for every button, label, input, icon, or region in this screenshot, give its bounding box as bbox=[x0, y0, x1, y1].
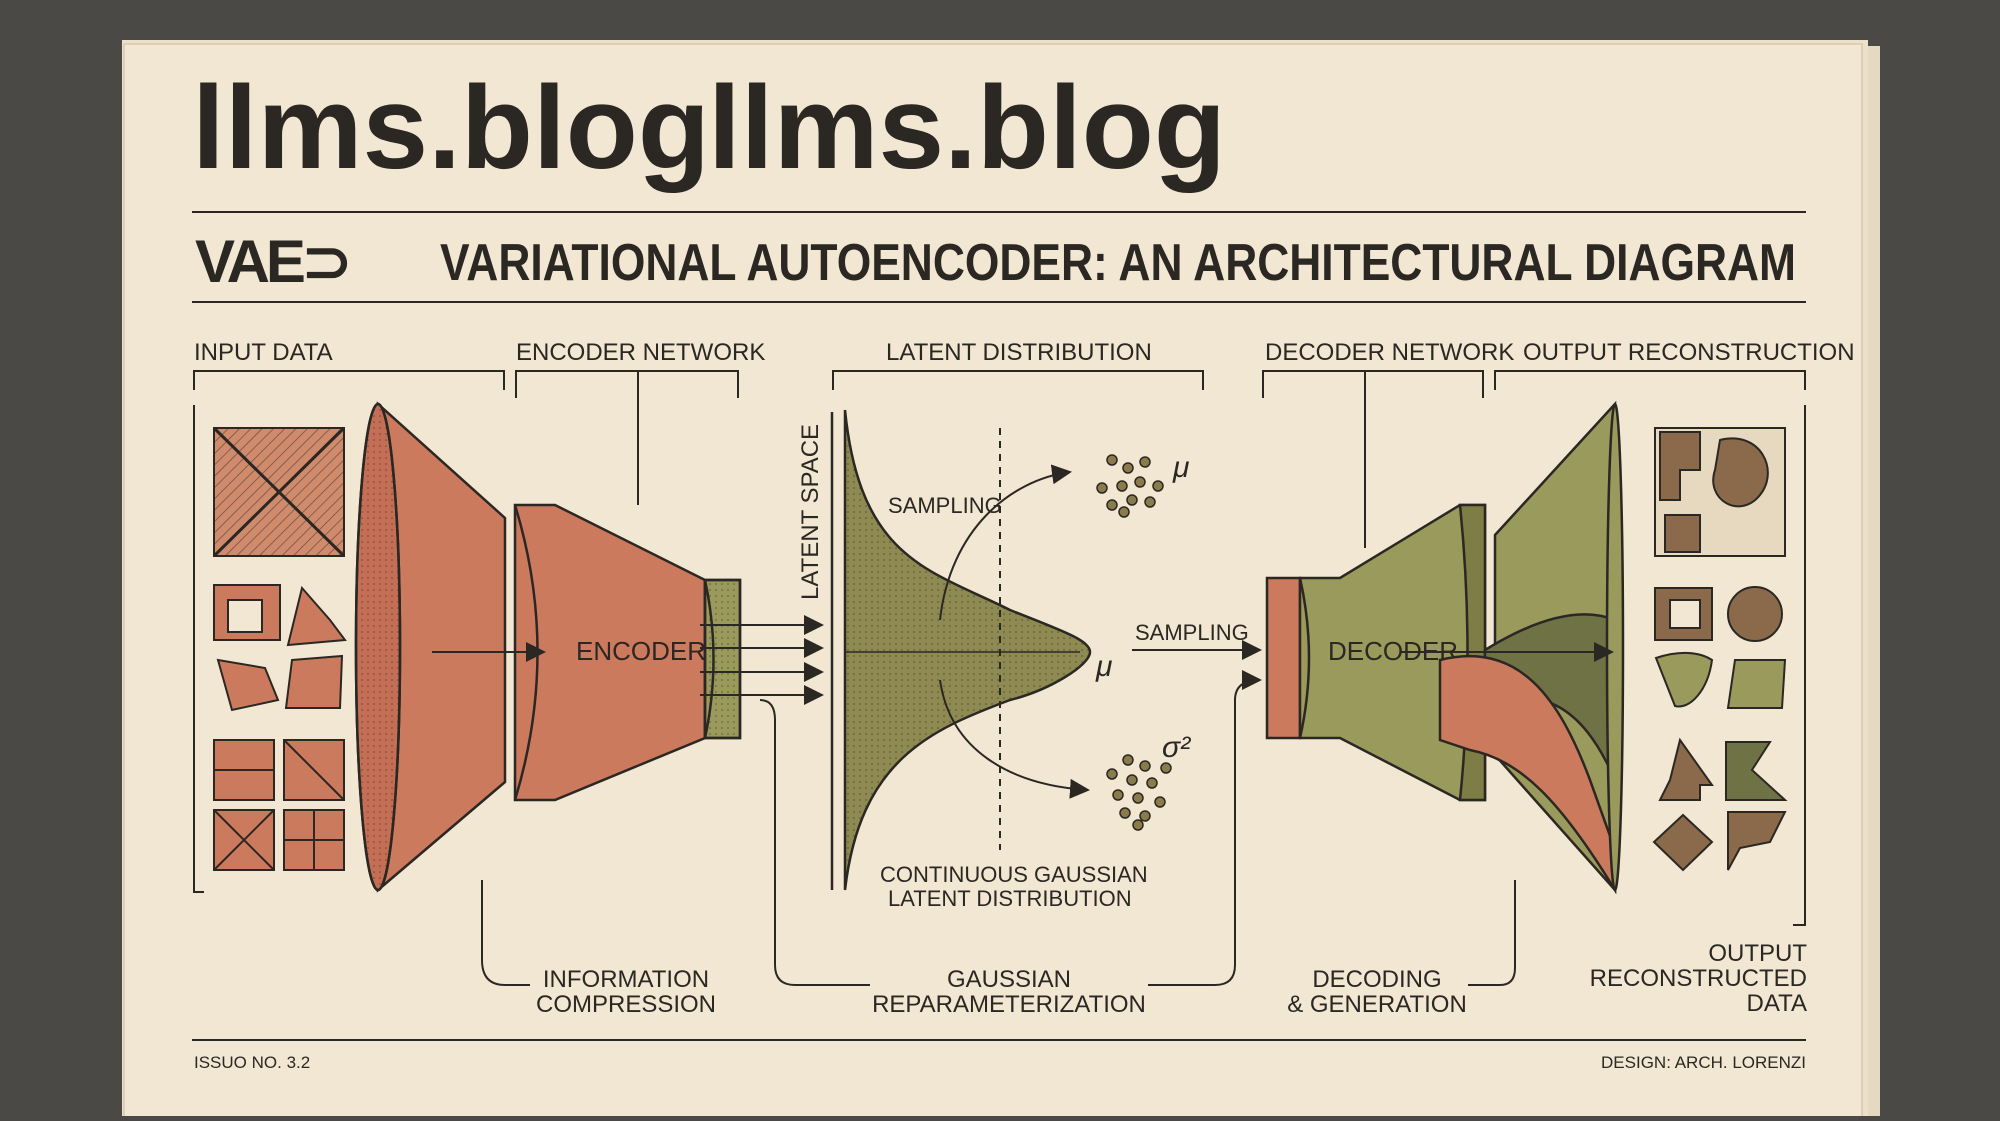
encoder-block bbox=[513, 503, 742, 802]
latent-arrows bbox=[700, 615, 824, 705]
site-name-bold: llms.blog bbox=[708, 62, 1226, 194]
sampling-arrow-up bbox=[939, 464, 1072, 621]
design-credit: DESIGN: ARCH. LORENZI bbox=[1601, 1053, 1806, 1072]
sampling-arrow-down bbox=[939, 679, 1090, 799]
section-input-data: INPUT DATA bbox=[194, 339, 333, 366]
latent-space-label: LATENT SPACE bbox=[797, 424, 824, 600]
page-title: VARIATIONAL AUTOENCODER: AN ARCHITECTURA… bbox=[440, 234, 1796, 292]
caption-reconstructed: RECONSTRUCTED bbox=[1590, 965, 1807, 992]
bottom-connectors bbox=[481, 670, 1516, 986]
vae-logo: VAE⊃ bbox=[195, 228, 348, 295]
caption-generation: & GENERATION bbox=[1287, 991, 1467, 1018]
section-output-reconstruction: OUTPUT RECONSTRUCTION bbox=[1523, 339, 1855, 366]
header-brackets bbox=[193, 370, 1806, 926]
encoder-label: ENCODER bbox=[576, 636, 706, 666]
issue-number: ISSUO NO. 3.2 bbox=[194, 1053, 310, 1072]
gaussian-distribution bbox=[830, 409, 1092, 891]
sigma-sample-cluster bbox=[1106, 754, 1172, 831]
mu-mid: μ bbox=[1095, 650, 1112, 683]
sigma-label: σ² bbox=[1162, 731, 1191, 764]
gaussian-caption-line1: CONTINUOUS GAUSSIAN bbox=[880, 862, 1148, 887]
stage-captions: INFORMATION COMPRESSION GAUSSIAN REPARAM… bbox=[536, 940, 1807, 1018]
caption-output: OUTPUT bbox=[1708, 940, 1807, 967]
caption-reparameterization: REPARAMETERIZATION bbox=[872, 991, 1146, 1018]
section-decoder-network: DECODER NETWORK bbox=[1265, 339, 1514, 366]
section-latent-distribution: LATENT DISTRIBUTION bbox=[886, 339, 1152, 366]
section-encoder-network: ENCODER NETWORK bbox=[516, 339, 765, 366]
caption-data: DATA bbox=[1747, 990, 1807, 1017]
caption-decoding: DECODING bbox=[1312, 966, 1441, 993]
caption-gaussian: GAUSSIAN bbox=[947, 966, 1071, 993]
sampling-top-label: SAMPLING bbox=[888, 493, 1002, 518]
gaussian-caption-line2: LATENT DISTRIBUTION bbox=[888, 886, 1132, 911]
output-tiles bbox=[1652, 427, 1788, 872]
mu-top: μ bbox=[1172, 451, 1189, 484]
site-name-light: llms.blog bbox=[192, 62, 710, 194]
caption-information: INFORMATION bbox=[543, 966, 709, 993]
output-funnel bbox=[1438, 400, 1625, 895]
input-tiles bbox=[212, 426, 347, 871]
encoder-input-funnel bbox=[354, 401, 507, 893]
sampling-mid-label: SAMPLING bbox=[1135, 620, 1249, 645]
mu-sample-cluster bbox=[1096, 454, 1164, 518]
caption-compression: COMPRESSION bbox=[536, 991, 716, 1018]
